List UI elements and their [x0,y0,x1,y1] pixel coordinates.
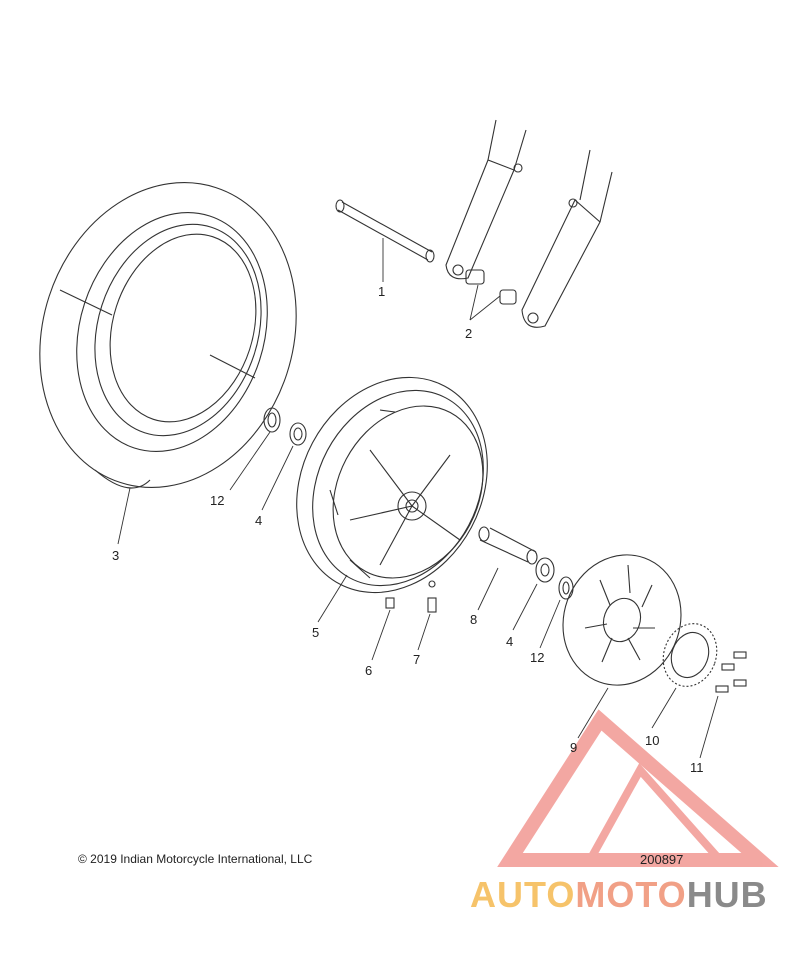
watermark-moto: MOTO [575,874,687,915]
fork-left [445,119,527,280]
bolts [715,651,747,693]
callout-6: 6 [365,663,373,678]
callout-11: 11 [690,760,704,775]
fork-right [521,149,613,328]
callout-7: 7 [413,652,421,667]
valve-stem [427,580,437,613]
bearing-upper [289,422,307,446]
callout-4-upper: 4 [255,513,263,528]
leader-lines [117,238,719,759]
axle [335,199,435,263]
tire [39,182,297,489]
brake-disc [562,554,682,686]
callout-1: 1 [378,284,386,299]
callout-4-lower: 4 [506,634,514,649]
wheel [296,376,488,594]
document-number: 200897 [640,852,684,867]
callout-10: 10 [645,733,660,748]
inner-spacer [478,526,538,565]
seal-lower [558,576,574,600]
callout-12-upper: 12 [210,493,225,508]
watermark-logo [497,709,779,867]
callout-8: 8 [470,612,478,627]
callout-2: 2 [465,326,473,341]
callout-5: 5 [312,625,320,640]
watermark-auto: AUTO [470,874,576,915]
watermark-text: AUTOMOTOHUB [470,874,768,916]
callout-3: 3 [112,548,120,563]
callout-12-lower: 12 [530,650,545,665]
callout-9: 9 [570,740,578,755]
watermark-hub: HUB [686,874,768,915]
seal-upper [263,407,281,433]
copyright-text: © 2019 Indian Motorcycle International, … [78,852,313,866]
balance-weight [385,597,395,609]
bearing-lower [535,557,555,583]
spacers [465,269,517,305]
tone-ring [662,623,718,687]
